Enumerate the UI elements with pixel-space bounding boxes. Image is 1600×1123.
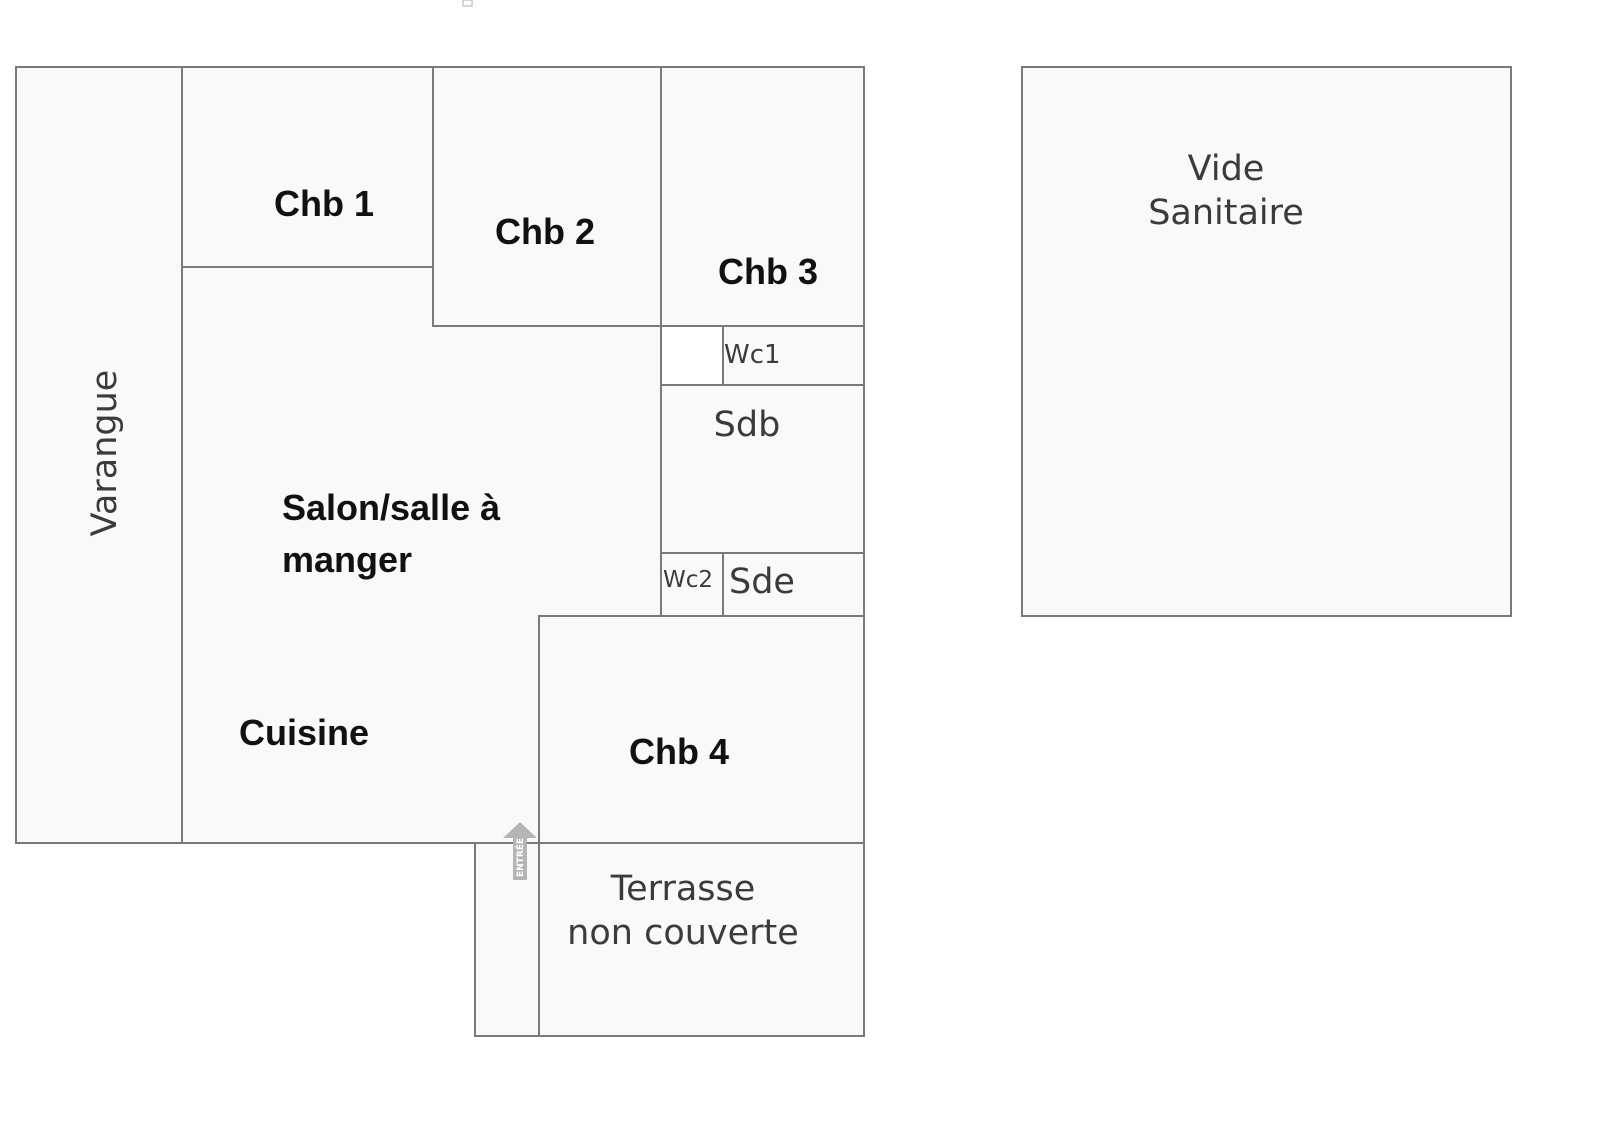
room-label-salon-line1: Salon/salle à	[282, 487, 501, 528]
room-label-varangue: Varangue	[85, 370, 125, 537]
room-label-salon-line2: manger	[282, 539, 412, 580]
room-sde: Sde	[722, 552, 865, 617]
room-vide-sanitaire: Vide Sanitaire	[1021, 66, 1512, 617]
entry-passage	[474, 842, 540, 1037]
room-label-terrasse-line1: Terrasse	[610, 869, 756, 909]
room-label-cuisine: Cuisine	[239, 712, 369, 753]
room-chb3: Chb 3	[660, 66, 865, 327]
room-varangue: Varangue	[15, 66, 183, 844]
room-label-vide-line1: Vide	[1188, 149, 1265, 189]
room-salon-cuisine: Salon/salle à manger Cuisine	[181, 266, 662, 844]
room-wc2: Wc2	[660, 552, 724, 617]
room-wc1: Wc1	[722, 325, 865, 386]
top-mark	[462, 0, 473, 7]
room-sdb: Sdb	[660, 384, 865, 554]
room-label-sdb: Sdb	[714, 405, 781, 445]
room-label-chb3: Chb 3	[718, 251, 818, 292]
entry-label: ENTRÉE	[514, 838, 526, 877]
room-label-chb4: Chb 4	[629, 731, 729, 772]
room-label-wc2: Wc2	[663, 567, 713, 593]
room-label-chb2: Chb 2	[495, 211, 595, 252]
room-label-terrasse-line2: non couverte	[567, 913, 799, 953]
room-label-sde: Sde	[729, 562, 795, 602]
room-terrasse: Terrasse non couverte	[538, 842, 865, 1037]
room-chb2: Chb 2	[432, 66, 662, 327]
room-chb1: Chb 1	[181, 66, 434, 268]
up-arrow-icon: ENTRÉE	[503, 822, 537, 880]
room-label-vide-line2: Sanitaire	[1148, 193, 1304, 233]
room-label-wc1: Wc1	[724, 340, 781, 370]
room-label-chb1: Chb 1	[274, 183, 374, 224]
room-chb4: Chb 4	[538, 615, 865, 844]
